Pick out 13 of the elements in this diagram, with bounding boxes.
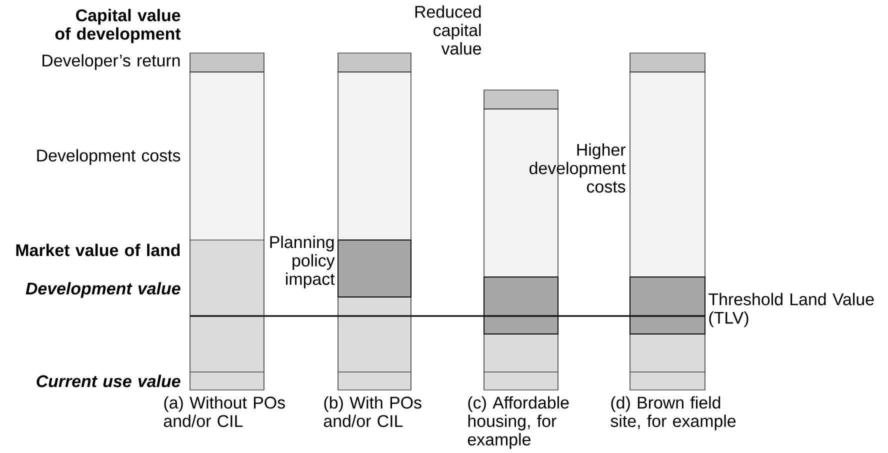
axis-label: Development value — [26, 282, 180, 298]
bar-caption: (a) Without POs and/or CIL — [164, 396, 285, 428]
axis-label: Development costs — [37, 149, 180, 165]
bar-caption: (b) With POs and/or CIL — [324, 396, 422, 428]
axis-label: Current use value — [36, 374, 180, 388]
annotation-text: Threshold Land Value (TLV) — [708, 292, 874, 328]
bar-caption: (c) Affordable housing, for example — [468, 396, 569, 449]
bar-caption: (d) Brown field site, for example — [610, 396, 736, 430]
annotation-text: Planning policy impact — [270, 236, 335, 288]
axis-label: Capital value of development — [55, 8, 181, 44]
axis-label: Developer’s return — [42, 54, 180, 70]
axis-label: Market value of land — [16, 244, 180, 256]
annotation-text: Reduced capital value — [415, 5, 482, 55]
